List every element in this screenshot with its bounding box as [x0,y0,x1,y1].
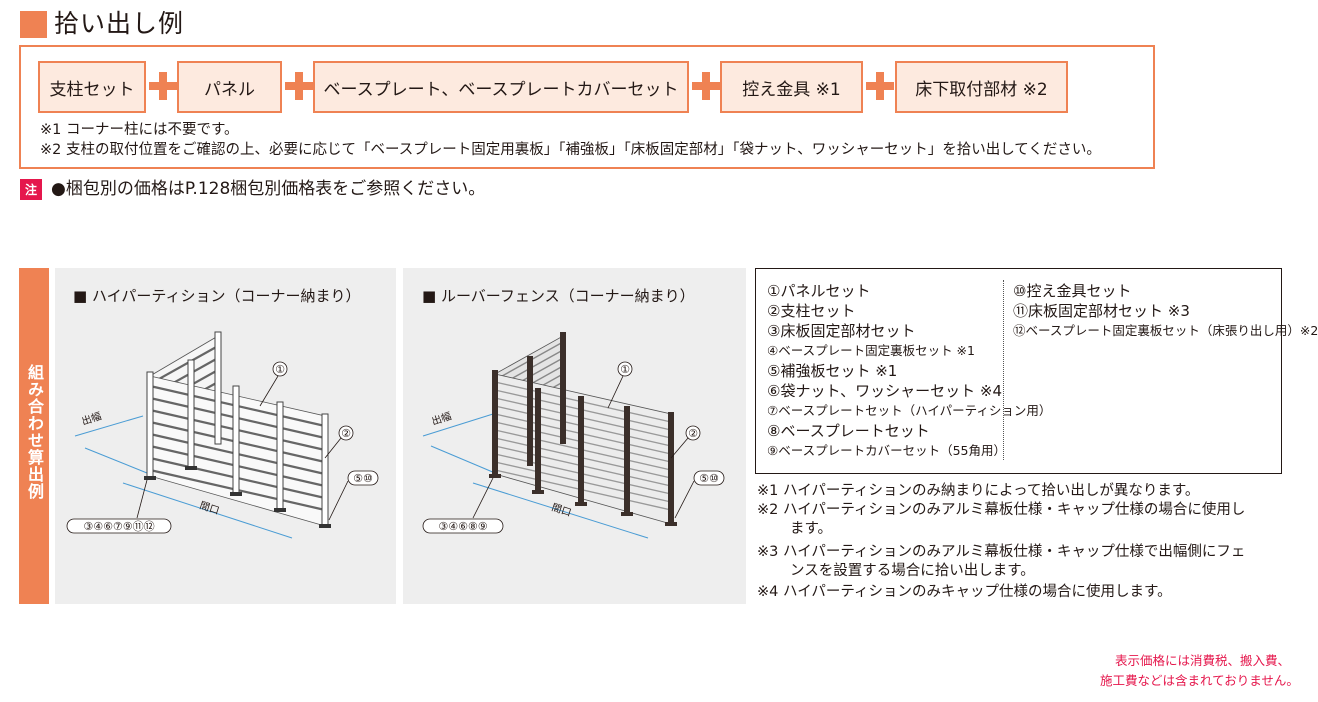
box-note-2: ※2 支柱の取付位置をご確認の上、必要に応じて「ベースプレート固定用裏板」「補強… [40,142,1101,158]
parts-list-box [755,268,1282,474]
panel-title-high-partition: ■ ハイパーティション（コーナー納まり） [73,287,361,305]
panel-title-louver-fence: ■ ルーバーフェンス（コーナー納まり） [422,287,695,305]
callout-1: ① [275,363,285,376]
louver-fence-illustration: 出幅 間口 ① ② ⑤⑩ ③④⑥⑧⑨ [422,332,725,539]
callout-2: ② [341,427,351,440]
caution-badge: 注 [20,179,42,200]
depth-label: 出幅 [80,409,103,428]
price-note: 表示価格には消費税、搬入費、 施工費などは含まれておりません。 [1100,651,1299,691]
parts-item: ⑤補強板セット ※1 [767,362,898,380]
plus-icon [692,72,720,100]
callout-3-2: ⑤⑩ [699,472,719,485]
parts-item: ⑦ベースプレートセット（ハイパーティション用） [767,403,1052,418]
caution-text: ●梱包別の価格はP.128梱包別価格表をご参照ください。 [51,179,486,199]
component-baseplate: ベースプレート、ベースプレートカバーセット [313,61,689,113]
parts-item: ③床板固定部材セット [767,322,916,340]
width-label-2: 間口 [550,501,573,519]
side-label: 組み合わせ算出例 [25,364,44,500]
callout-4-2: ③④⑥⑧⑨ [438,520,487,533]
plus-icon [149,72,177,100]
components-box [19,45,1155,169]
section-title: 拾い出し例 [54,9,185,38]
parts-item: ⑧ベースプレートセット [767,422,930,440]
component-panel: パネル [177,61,282,113]
high-partition-illustration: 出幅 間口 ① ② ⑤⑩ ③④⑥⑦⑨⑪⑫ [66,331,379,539]
callout-1-2: ① [620,363,630,376]
parts-item: ⑫ベースプレート固定裏板セット（床張り出し用）※2 [1013,323,1318,338]
price-note-line-1: 表示価格には消費税、搬入費、 [1114,653,1290,668]
parts-item: ④ベースプレート固定裏板セット ※1 [767,343,975,358]
plus-icon [285,72,313,100]
width-label: 間口 [198,499,221,517]
footnote: ※2 ハイパーティションのみアルミ幕板仕様・キャップ仕様の場合に使用し [757,502,1246,518]
section-marker [20,11,47,38]
component-post-set: 支柱セット [38,61,146,113]
parts-item: ⑨ベースプレートカバーセット（55角用） [767,443,1006,458]
callout-4: ③④⑥⑦⑨⑪⑫ [83,520,154,533]
footnote: ※3 ハイパーティションのみアルミ幕板仕様・キャップ仕様で出幅側にフェ [757,544,1246,560]
box-note-1: ※1 コーナー柱には不要です。 [40,122,239,138]
parts-item: ①パネルセット [767,282,871,300]
parts-item: ②支柱セット [767,302,856,320]
parts-list-divider [1003,280,1004,460]
footnote: ※4 ハイパーティションのみキャップ仕様の場合に使用します。 [757,584,1172,600]
price-note-line-2: 施工費などは含まれておりません。 [1100,673,1299,688]
component-underfloor: 床下取付部材 ※2 [895,61,1068,113]
footnote-continued: ンスを設置する場合に拾い出します。 [790,563,1035,579]
footnote-continued: ます。 [790,521,833,537]
component-brace: 控え金具 ※1 [720,61,863,113]
callout-3: ⑤⑩ [353,472,373,485]
side-label-band: 組み合わせ算出例 [19,268,49,604]
parts-item: ⑥袋ナット、ワッシャーセット ※4 [767,382,1003,400]
parts-item: ⑪床板固定部材セット ※3 [1013,302,1190,320]
plus-icon [866,72,894,100]
footnote: ※1 ハイパーティションのみ納まりによって拾い出しが異なります。 [757,483,1200,499]
callout-2-2: ② [688,427,698,440]
depth-label-2: 出幅 [430,409,453,428]
parts-item: ⑩控え金具セット [1013,282,1132,300]
